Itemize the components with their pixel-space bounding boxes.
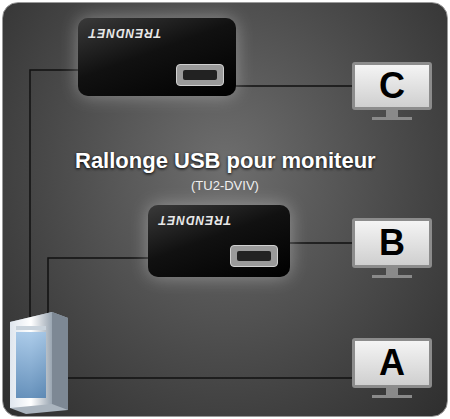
- usb-adapter: TRENDNET: [78, 18, 236, 96]
- video-wire: [68, 377, 352, 379]
- monitor-letter: C: [379, 68, 405, 104]
- computer-tower: [10, 312, 68, 414]
- dvi-port: [176, 64, 224, 86]
- usb-wire: [30, 70, 78, 320]
- usb-wire: [48, 258, 148, 320]
- diagram-title: Rallonge USB pour moniteur: [75, 148, 376, 174]
- video-cable: [290, 242, 352, 244]
- brand-logo: TRENDNET: [88, 26, 161, 40]
- monitor-letter: B: [379, 225, 405, 261]
- monitor-letter: A: [379, 345, 405, 381]
- video-cable: [236, 85, 352, 87]
- usb-adapter: TRENDNET: [148, 205, 290, 277]
- monitor-screen: C: [352, 62, 432, 110]
- brand-logo: TRENDNET: [158, 213, 231, 227]
- diagram-caption: (TU2-DVIV): [191, 178, 259, 193]
- monitor-screen: B: [352, 218, 432, 268]
- monitor-screen: A: [352, 338, 432, 388]
- dvi-port: [230, 245, 278, 267]
